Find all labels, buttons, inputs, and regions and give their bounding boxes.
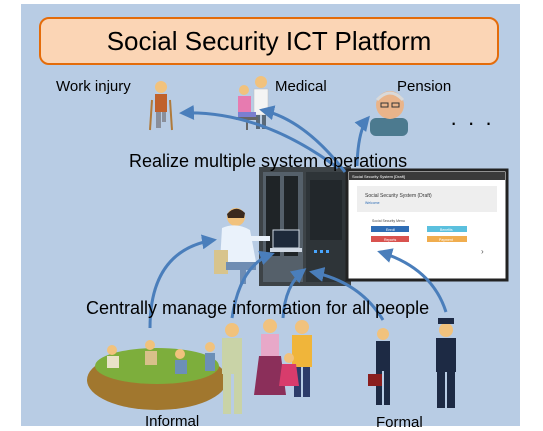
flow-arrows: [148, 105, 448, 329]
caption-manage: Centrally manage information for all peo…: [86, 298, 430, 318]
formal-workers-icon: [368, 318, 456, 408]
arrow-to-work-injury: [179, 105, 339, 170]
diagram-title: Social Security ICT Platform: [106, 25, 432, 56]
screen-header: Social Security System [Draft]: [352, 174, 405, 179]
svg-text:›: ›: [481, 247, 484, 256]
screen-menu-title: Social Security Menu: [372, 219, 405, 223]
title-banner: Social Security ICT Platform: [39, 17, 499, 65]
informal-workers-icon: [87, 340, 227, 410]
label-informal: Informal: [145, 413, 200, 430]
label-medical: Medical: [275, 78, 327, 95]
label-pension: Pension: [397, 78, 452, 95]
label-work-injury: Work injury: [56, 78, 131, 95]
arrow-from-officer: [377, 248, 448, 313]
pension-icon: [370, 91, 408, 136]
screen-button-1: Enroll: [386, 228, 395, 232]
server-rack-image: [259, 167, 351, 286]
office-worker-icon: [214, 208, 302, 284]
screen-button-2: Benefits: [440, 228, 453, 232]
informal-family-icon: [222, 319, 312, 414]
arrow-to-pension: [354, 115, 370, 167]
screen-subtext: Welcome: [365, 201, 380, 205]
work-injury-icon: [149, 81, 173, 131]
screen-button-3: Reports: [384, 238, 397, 242]
arrow-from-family: [230, 250, 275, 319]
arrow-to-medical: [259, 105, 347, 173]
screen-subheader: Social Security System (Draft): [365, 193, 432, 199]
arrow-from-standing-worker: [281, 268, 307, 319]
caption-operations: Realize multiple system operations: [129, 151, 408, 171]
arrow-from-informal-workers: [148, 234, 217, 329]
arrow-from-businessman: [309, 267, 385, 321]
label-ellipsis: · · ·: [450, 110, 495, 135]
system-screen-image: Social Security System [Draft] Social Se…: [345, 168, 509, 282]
screen-button-4: Payment: [439, 238, 453, 242]
label-formal: Formal: [376, 414, 423, 431]
